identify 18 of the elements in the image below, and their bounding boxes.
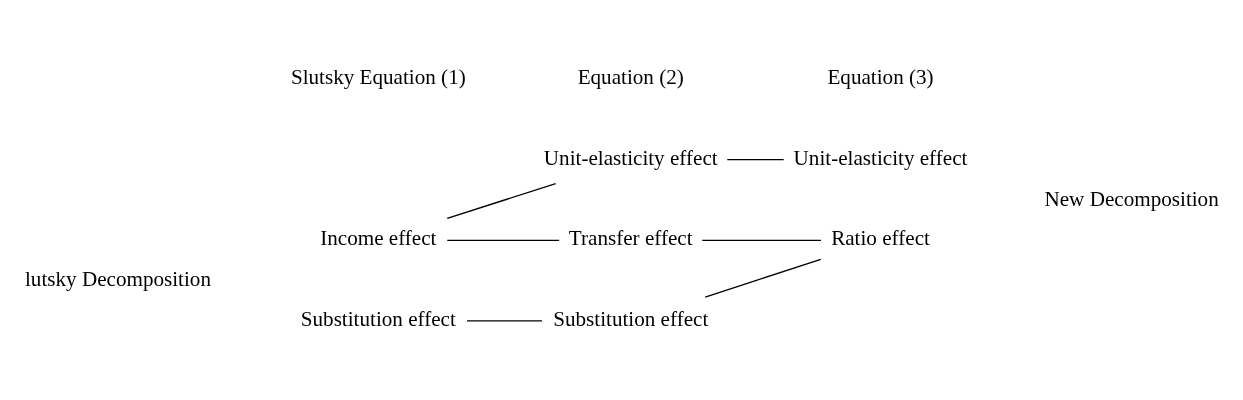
connector	[446, 239, 560, 241]
node-text: Ratio effect	[831, 226, 930, 251]
node-text: Substitution effect	[300, 306, 456, 331]
label: Slutsky Equation (1)	[290, 65, 466, 90]
connector	[466, 320, 543, 322]
label: lutsky Decomposition	[24, 267, 211, 292]
node-text: Unit-elasticity effect	[793, 145, 968, 170]
label: Equation (2)	[577, 65, 684, 90]
connector	[726, 159, 785, 161]
connector	[701, 239, 822, 241]
node-text: Substitution effect	[553, 306, 709, 331]
node-text: Unit-elasticity effect	[543, 145, 718, 170]
node-text: Transfer effect	[568, 226, 693, 251]
label: Equation (3)	[827, 65, 934, 90]
node-text: Income effect	[320, 226, 437, 251]
connector	[446, 182, 557, 220]
connector	[704, 258, 822, 298]
label: New Decomposition	[1044, 186, 1219, 211]
